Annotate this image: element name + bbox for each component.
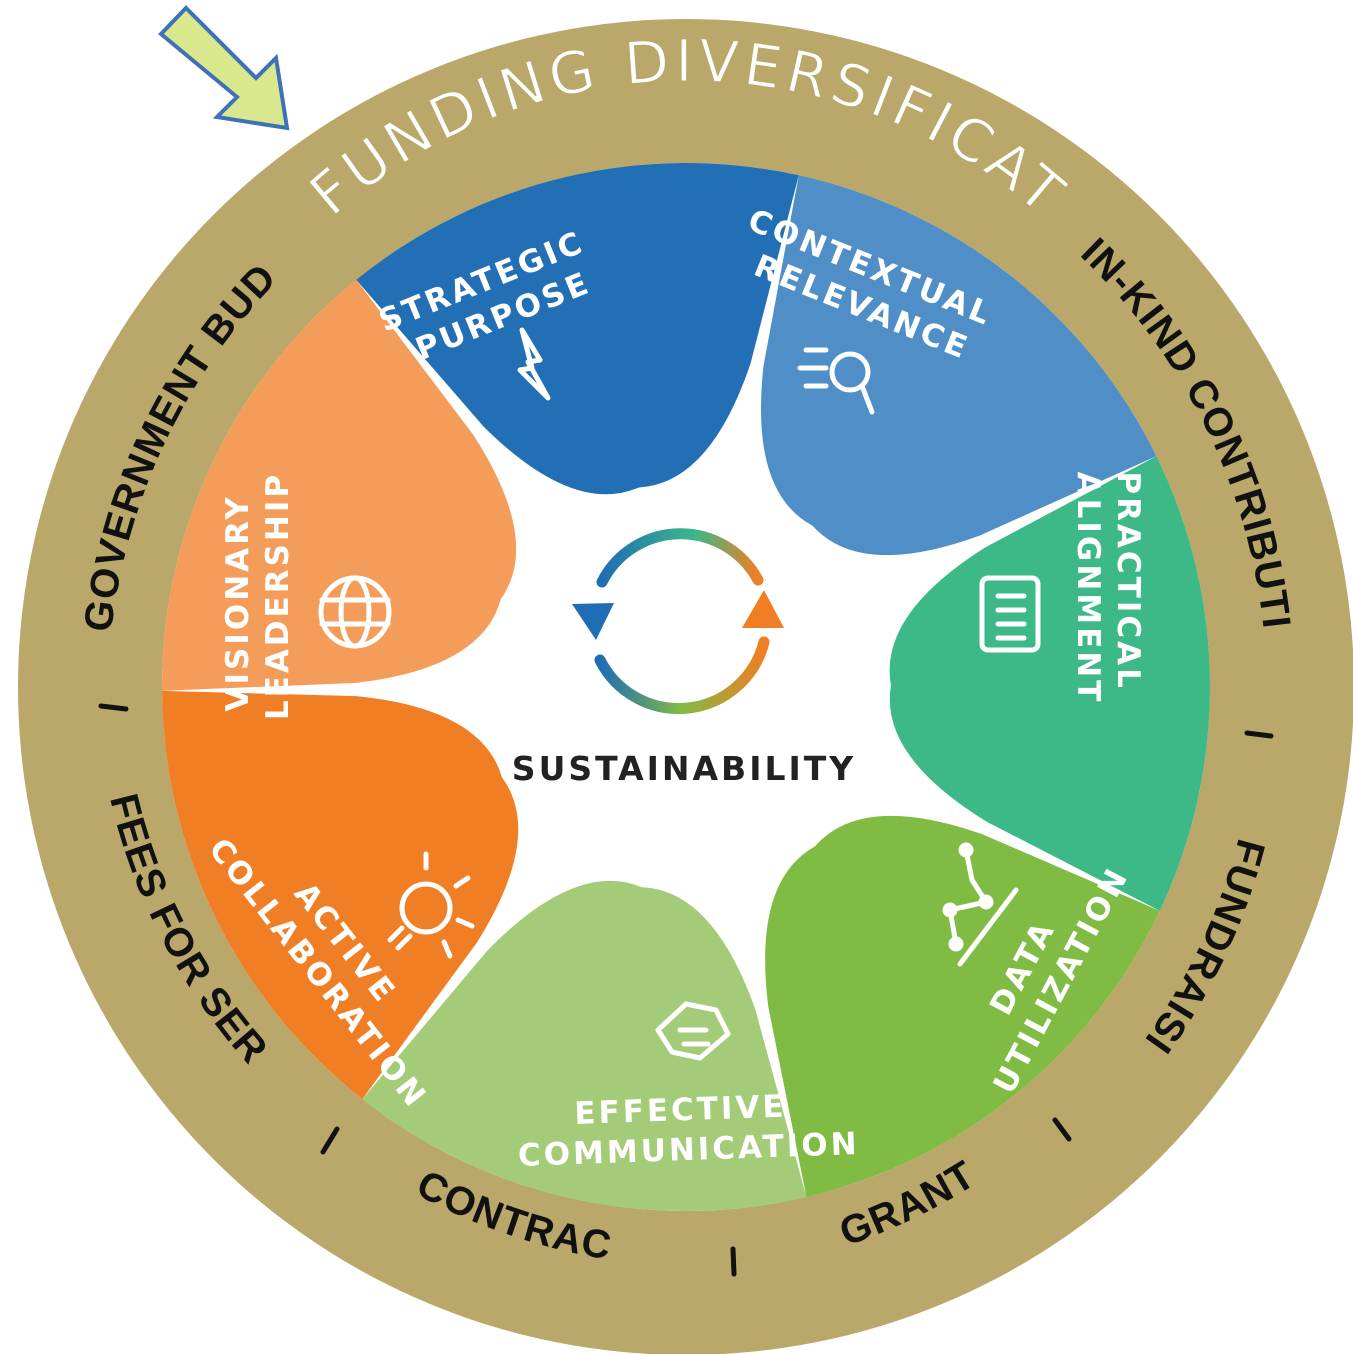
segment-data-utilization	[765, 815, 1160, 1197]
separator-3	[730, 1246, 737, 1277]
visionary-line-1: VISIONARY	[220, 494, 256, 711]
practical-line-2: ALIGNMENT	[1070, 472, 1106, 705]
segment-strategic-purpose	[356, 163, 799, 495]
separator-5	[98, 703, 129, 712]
lightbulb-icon	[387, 851, 475, 959]
line-chart-icon	[942, 842, 1019, 967]
handshake-icon	[655, 1001, 731, 1061]
label-practical-alignment: PRACTICAL ALIGNMENT	[1070, 471, 1146, 704]
lightning-icon	[517, 327, 551, 401]
separator-4	[320, 1126, 340, 1155]
visionary-line-2: LEADERSHIP	[260, 472, 296, 720]
separator-2	[1052, 1117, 1072, 1142]
segment-contextual-relevance	[760, 175, 1157, 556]
separator-1	[1244, 730, 1274, 739]
segments	[162, 163, 1210, 1211]
refresh-cycle-icon	[572, 528, 784, 715]
segment-practical-alignment	[889, 456, 1210, 911]
segment-active-collaboration	[162, 690, 519, 1100]
segment-visionary-leadership	[162, 279, 517, 691]
effective-line-1: EFFECTIVE	[574, 1089, 787, 1132]
label-visionary-leadership: VISIONARY LEADERSHIP	[220, 472, 296, 720]
search-list-icon	[797, 347, 875, 415]
ring-separators	[98, 703, 1274, 1277]
center-label: SUSTAINABILITY	[512, 749, 856, 788]
pointer-arrow-icon	[158, 5, 290, 131]
document-stack-icon	[979, 575, 1041, 653]
segment-effective-communication	[362, 880, 807, 1211]
practical-line-1: PRACTICAL	[1110, 471, 1146, 691]
globe-network-icon	[318, 575, 392, 649]
